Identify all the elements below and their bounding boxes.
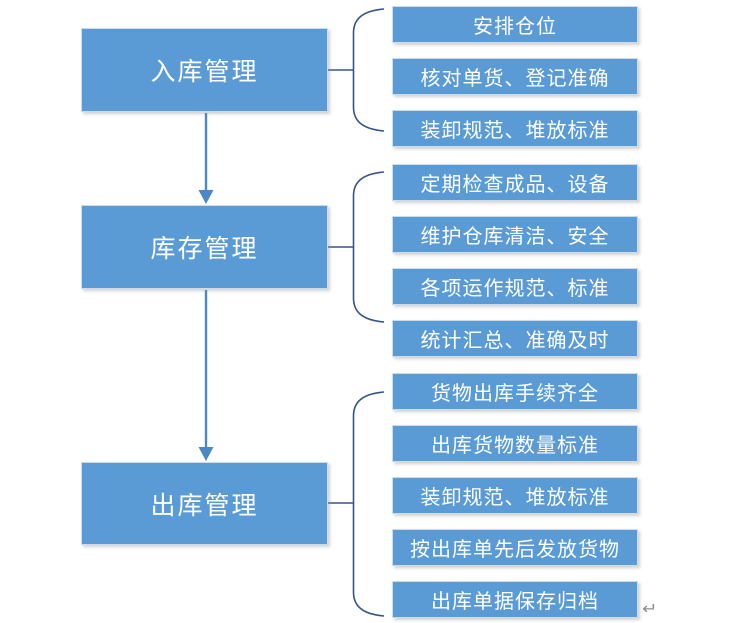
item-label: 维护仓库清洁、安全 [420,226,610,248]
item-box[interactable]: 统计汇总、准确及时 [392,320,638,357]
item-box[interactable]: 定期检查成品、设备 [392,164,638,201]
item-box[interactable]: 货物出库手续齐全 [392,373,638,410]
item-label: 核对单货、登记准确 [420,68,610,90]
down-arrow-2 [198,290,214,461]
main-box-inventory[interactable]: 库存管理 [81,205,328,289]
down-arrow-1 [198,113,214,204]
item-label: 出库单据保存归档 [431,591,599,613]
item-box[interactable]: 安排仓位 [392,6,638,43]
item-label: 装卸规范、堆放标准 [420,487,610,509]
item-label: 按出库单先后发放货物 [410,539,620,561]
item-box[interactable]: 装卸规范、堆放标准 [392,110,638,147]
main-box-inbound[interactable]: 入库管理 [81,28,328,112]
bracket-connector-inbound [328,8,385,132]
main-box-label: 库存管理 [150,235,259,263]
item-box[interactable]: 维护仓库清洁、安全 [392,216,638,253]
paragraph-mark-icon: ↵ [641,601,658,618]
item-box[interactable]: 按出库单先后发放货物 [392,529,638,566]
item-box[interactable]: 装卸规范、堆放标准 [392,477,638,514]
bracket-connector-inventory [328,171,385,323]
item-box[interactable]: 出库货物数量标准 [392,425,638,462]
item-box[interactable]: 出库单据保存归档 [392,581,638,618]
item-label: 装卸规范、堆放标准 [420,120,610,142]
item-box[interactable]: 核对单货、登记准确 [392,58,638,95]
item-label: 安排仓位 [473,16,557,38]
main-box-label: 出库管理 [150,491,259,520]
item-label: 定期检查成品、设备 [420,174,610,196]
item-label: 货物出库手续齐全 [431,383,599,405]
item-label: 各项运作规范、标准 [420,278,610,300]
item-box[interactable]: 各项运作规范、标准 [392,268,638,305]
item-label: 统计汇总、准确及时 [420,330,610,352]
main-box-outbound[interactable]: 出库管理 [81,462,328,545]
main-box-label: 入库管理 [150,58,259,86]
item-label: 出库货物数量标准 [431,435,599,457]
bracket-connector-outbound [328,391,385,617]
